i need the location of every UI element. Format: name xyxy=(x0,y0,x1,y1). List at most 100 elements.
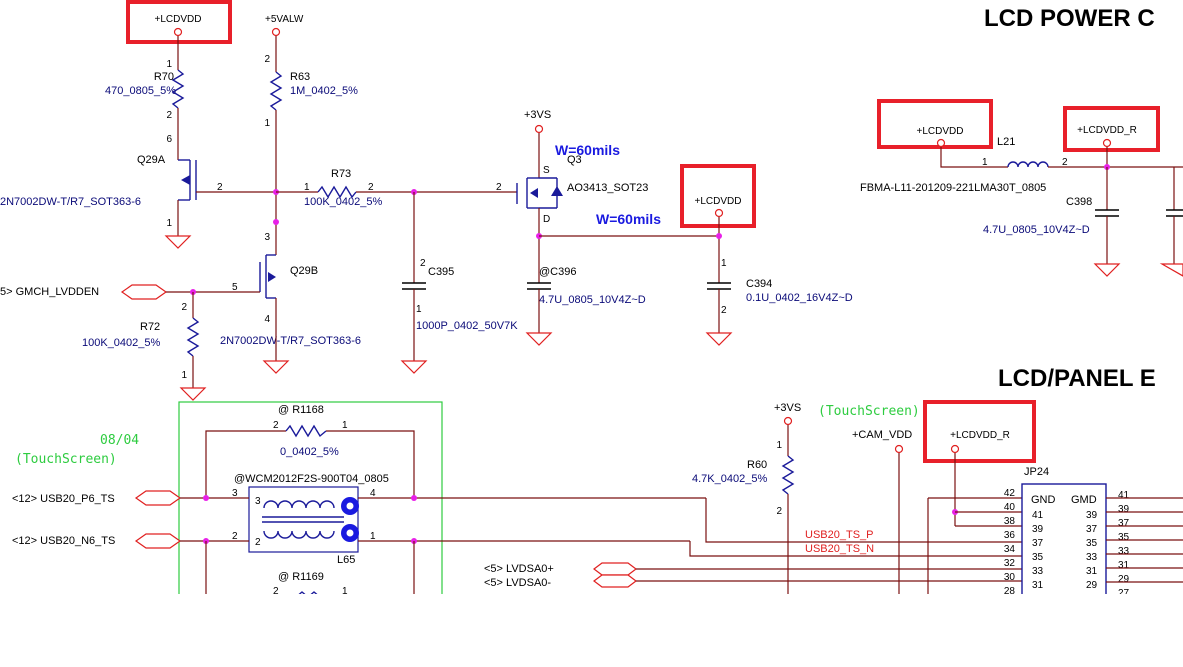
jp24-right-pin-numbers: 41 39 37 35 33 31 29 27 xyxy=(1118,490,1130,599)
pin-label: 42 xyxy=(1004,488,1016,499)
offpage-connector-usb-p xyxy=(134,490,182,506)
resistor-r60 xyxy=(781,455,795,495)
offpage-connector-usb-n xyxy=(134,533,182,549)
q29a-value: 2N7002DW-T/R7_SOT363-6 xyxy=(0,196,141,208)
resistor-r63 xyxy=(269,71,283,111)
pin-label: 4 xyxy=(370,488,376,499)
power-port-lcdvdd-r-bottom xyxy=(950,444,960,454)
r63-ref: R63 xyxy=(290,71,310,83)
pin-label: 2 xyxy=(420,258,426,269)
power-port-3vs-r60 xyxy=(783,416,793,426)
r1169-ref: @ R1169 xyxy=(278,571,324,583)
c395-ref: C395 xyxy=(428,266,454,278)
pin-label: 2 xyxy=(776,506,782,517)
pin-label: 35 xyxy=(1086,538,1098,549)
pin-label: 40 xyxy=(1004,502,1016,513)
pin-label: 30 xyxy=(1004,572,1016,583)
pin-label: 1 xyxy=(416,304,422,315)
pin-label: 2 xyxy=(273,420,279,431)
pin-label: 39 xyxy=(1086,510,1098,521)
pin-label: 1 xyxy=(304,182,310,193)
highlight-box-lcdvdd-1 xyxy=(126,0,232,44)
net-usb20-ts-n: USB20_TS_N xyxy=(805,543,874,555)
pin-label: 2 xyxy=(181,302,187,313)
pin-label: S xyxy=(543,165,550,176)
net-cam-vdd: +CAM_VDD xyxy=(852,429,912,441)
q3-value: AO3413_SOT23 xyxy=(567,182,648,194)
pin-label: 38 xyxy=(1004,516,1016,527)
c398-ref: C398 xyxy=(1066,196,1092,208)
pin-label: 33 xyxy=(1118,546,1130,557)
pin-label: 1 xyxy=(166,59,172,70)
pin-label: 1 xyxy=(166,218,172,229)
c394-ref: C394 xyxy=(746,278,772,290)
inductor-l21 xyxy=(1007,161,1049,168)
pin-label: 37 xyxy=(1118,518,1130,529)
pin-label: 2 xyxy=(496,182,502,193)
transistor-q3 xyxy=(516,177,563,209)
net-5valw: +5VALW xyxy=(265,14,304,25)
ground-symbol xyxy=(705,332,733,346)
jp24-inner-left-pin-numbers: 41 39 37 35 33 31 xyxy=(1032,510,1044,591)
choke-winding-top xyxy=(263,500,335,509)
signal-lvdsa0-minus: <5> LVDSA0- xyxy=(484,577,551,589)
pin-label: 1 xyxy=(721,258,727,269)
net-3vs-q3: +3VS xyxy=(524,109,551,121)
resistor-r72 xyxy=(186,317,200,357)
note-touchscreen-2: (TouchScreen) xyxy=(818,404,920,419)
l65-value: @WCM2012F2S-900T04_0805 xyxy=(234,473,389,485)
pin-label: 37 xyxy=(1032,538,1044,549)
jp24-left-pin-numbers: 42 40 38 36 34 32 30 28 xyxy=(1004,488,1016,597)
ground-symbol xyxy=(262,360,290,374)
offpage-connector-lvdsa0p xyxy=(593,562,637,576)
signal-lvdsa0-plus: <5> LVDSA0+ xyxy=(484,563,554,575)
highlight-box-lcdvdd-3 xyxy=(877,99,993,149)
pin-label: 6 xyxy=(166,134,172,145)
pin-label: 1 xyxy=(776,440,782,451)
choke-winding-bottom xyxy=(263,530,335,539)
r63-value: 1M_0402_5% xyxy=(290,85,358,97)
highlight-box-lcdvdd-r-2 xyxy=(923,400,1036,463)
r72-value: 100K_0402_5% xyxy=(82,337,161,349)
r70-value: 470_0805_5% xyxy=(105,85,176,97)
jp24-gnd-right: GMD xyxy=(1071,494,1097,506)
c396-value: 4.7U_0805_10V4Z~D xyxy=(539,294,646,306)
pin-label: 41 xyxy=(1118,490,1130,501)
highlight-box-lcdvdd-2 xyxy=(680,164,756,228)
junction-dot xyxy=(411,495,417,501)
pin-label: 29 xyxy=(1086,580,1098,591)
pin-label: 28 xyxy=(1004,586,1016,597)
r73-value: 100K_0402_5% xyxy=(304,196,383,208)
note-touchscreen-1: (TouchScreen) xyxy=(15,452,117,467)
r73-ref: R73 xyxy=(331,168,351,180)
junction-dot xyxy=(716,233,722,239)
pin-label: D xyxy=(543,214,550,225)
bottom-blank-area xyxy=(0,594,1183,667)
power-port-3vs xyxy=(534,124,544,134)
pin-label: 3 xyxy=(255,496,261,507)
power-port-lcdvdd-l21 xyxy=(936,138,946,148)
junction-dot xyxy=(203,495,209,501)
pin-label: 1 xyxy=(181,370,187,381)
l21-value: FBMA-L11-201209-221LMA30T_0805 xyxy=(860,182,1046,194)
pin-label: 3 xyxy=(264,232,270,243)
pin-label: 2 xyxy=(217,182,223,193)
c395-value: 1000P_0402_50V7K xyxy=(416,320,518,332)
r60-ref: R60 xyxy=(747,459,767,471)
jp24-ref: JP24 xyxy=(1024,466,1049,478)
pin-label: 33 xyxy=(1086,552,1098,563)
signal-usb20-n6: <12> USB20_N6_TS xyxy=(12,535,115,547)
net-lcdvdd-out: +LCDVDD xyxy=(695,196,742,207)
net-lcdvdd-l21: +LCDVDD xyxy=(917,126,964,137)
pin-label: 2 xyxy=(232,531,238,542)
power-port-lcdvdd-out xyxy=(714,208,724,218)
ground-symbol xyxy=(1093,263,1121,277)
junction-dot xyxy=(273,219,279,225)
net-lcdvdd-top: +LCDVDD xyxy=(155,14,202,25)
pin-label: 35 xyxy=(1032,552,1044,563)
pin-label: 33 xyxy=(1032,566,1044,577)
pin-label: 34 xyxy=(1004,544,1016,555)
r1168-ref: @ R1168 xyxy=(278,404,324,416)
offpage-connector-gmch xyxy=(120,284,168,300)
net-3vs-r60: +3VS xyxy=(774,402,801,414)
